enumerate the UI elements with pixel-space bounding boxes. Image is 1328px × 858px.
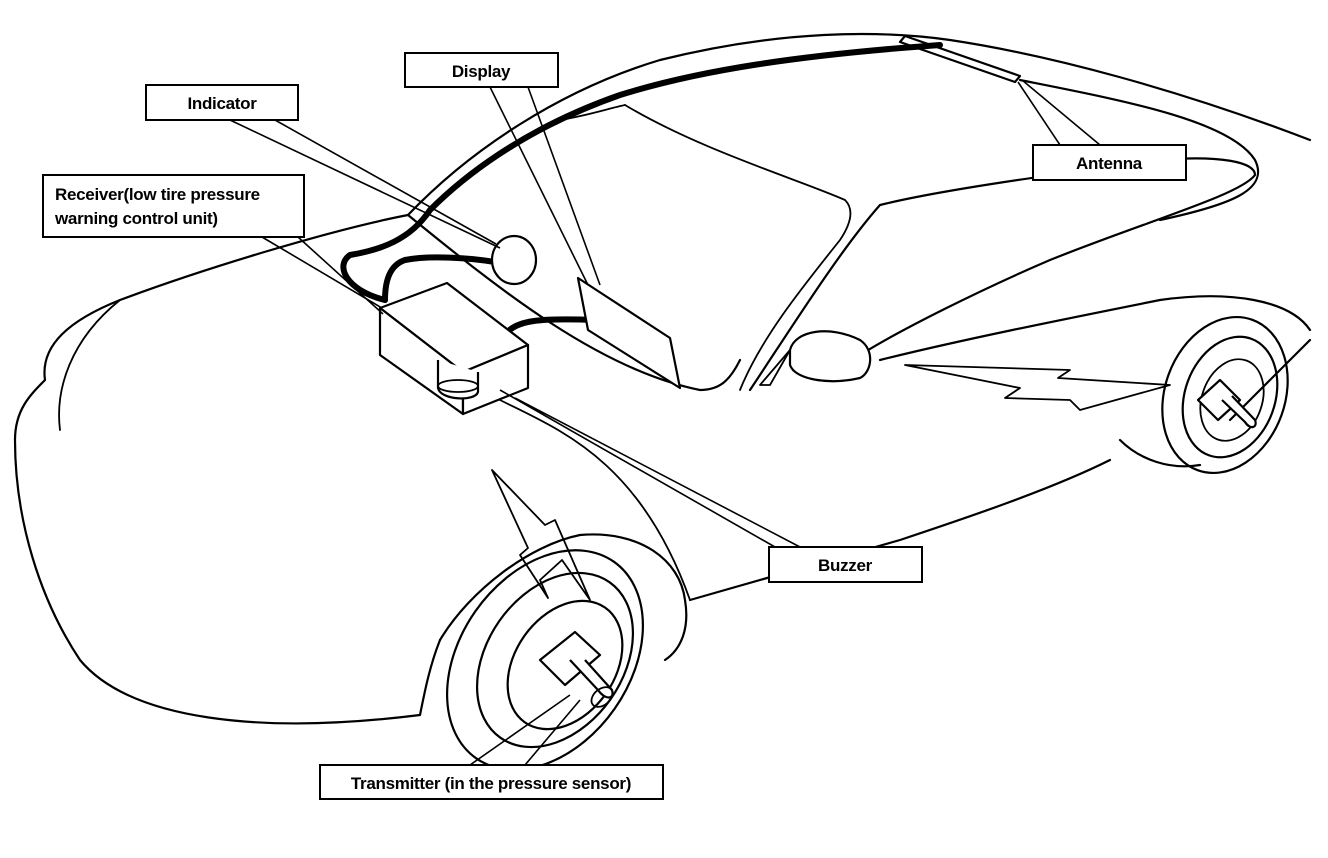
display-panel xyxy=(576,276,682,390)
label-transmitter: Transmitter (in the pressure sensor) xyxy=(319,764,664,800)
label-receiver-line1: Receiver(low tire pressure xyxy=(55,185,260,204)
label-buzzer-text: Buzzer xyxy=(818,556,873,575)
label-antenna-text: Antenna xyxy=(1076,154,1143,173)
label-indicator-text: Indicator xyxy=(187,94,257,113)
label-receiver-line2: warning control unit) xyxy=(54,209,218,228)
label-display-text: Display xyxy=(452,62,511,81)
car-body xyxy=(13,32,1312,725)
indicator-lamp xyxy=(490,234,538,286)
label-antenna: Antenna xyxy=(1032,144,1187,181)
front-wheel xyxy=(445,549,645,771)
label-display: Display xyxy=(404,52,559,88)
label-receiver: Receiver(low tire pressure warning contr… xyxy=(42,174,305,238)
signal-bolt-rear xyxy=(904,364,1171,411)
side-mirror xyxy=(788,330,872,383)
leader-lines xyxy=(229,79,1101,766)
receiver-unit xyxy=(378,281,530,416)
label-transmitter-text: Transmitter (in the pressure sensor) xyxy=(351,774,631,793)
label-buzzer: Buzzer xyxy=(768,546,923,583)
rear-wheel xyxy=(1118,315,1289,475)
signal-bolt-front xyxy=(491,469,591,601)
antenna-part xyxy=(898,34,1022,84)
label-indicator: Indicator xyxy=(145,84,299,121)
